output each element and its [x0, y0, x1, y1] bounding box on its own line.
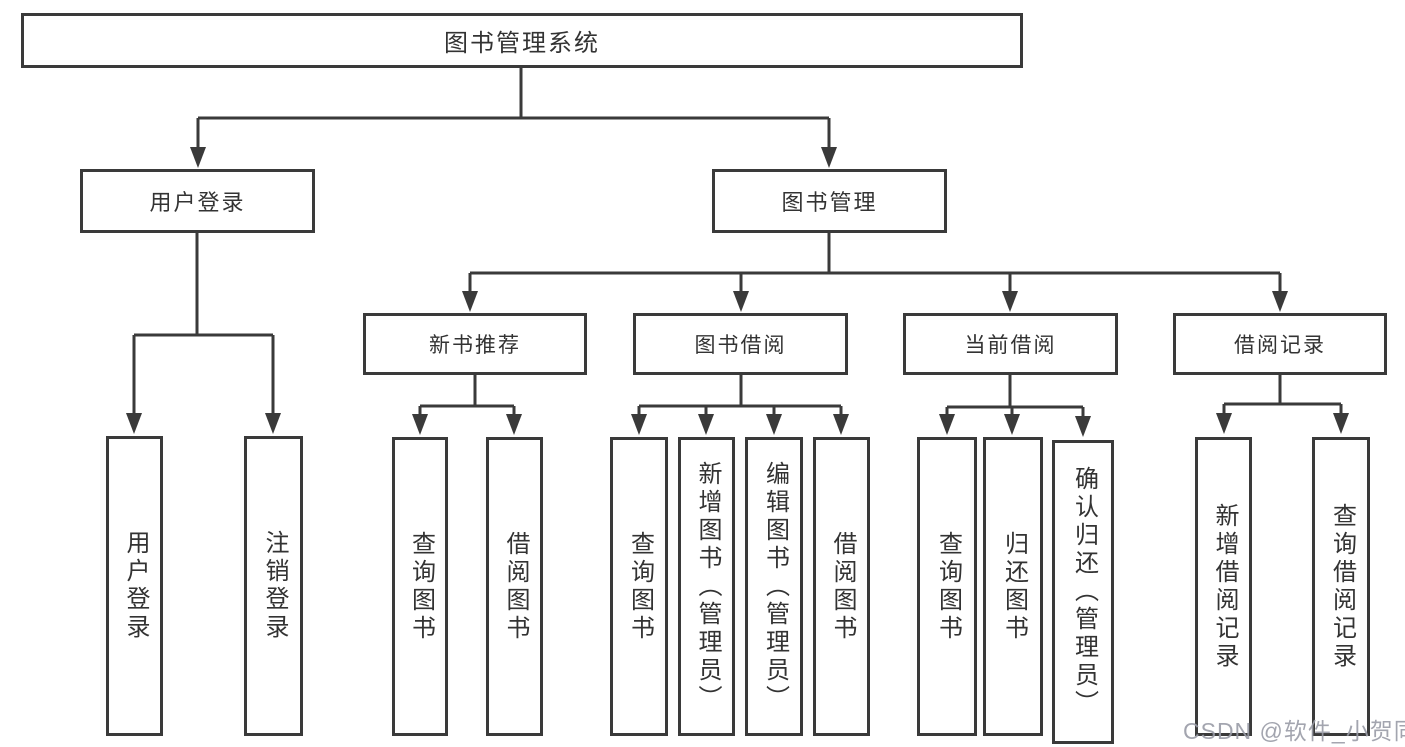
leaf-rec-query-book: 查询图书: [392, 437, 448, 736]
node-label: 新书推荐: [429, 334, 521, 357]
leaf-records-add-record: 新增借阅记录: [1195, 437, 1252, 736]
node-label: 图书管理系统: [444, 30, 600, 57]
node-current-borrow: 当前借阅: [903, 313, 1118, 375]
node-borrow-records: 借阅记录: [1173, 313, 1387, 375]
leaf-current-query-book: 查询图书: [917, 437, 977, 736]
leaf-borrow-borrow-book: 借阅图书: [813, 437, 870, 736]
arrowheads: [126, 147, 1349, 437]
leaf-logout: 注销登录: [244, 436, 303, 736]
node-label: 注销登录: [260, 530, 288, 642]
csdn-watermark: CSDN @软件_小贺同学: [1183, 718, 1405, 744]
leaf-records-query-record: 查询借阅记录: [1312, 437, 1370, 736]
node-label: 当前借阅: [964, 334, 1057, 357]
node-label: 借阅图书: [828, 530, 856, 643]
leaf-current-return-book: 归还图书: [983, 437, 1043, 736]
node-label: 查询图书: [626, 530, 654, 643]
node-label: 新增图书（管理员）: [693, 460, 721, 713]
node-label: 编辑图书（管理员）: [761, 460, 789, 713]
node-new-book-recommend: 新书推荐: [363, 313, 587, 375]
node-label: 新增借阅记录: [1210, 502, 1238, 671]
node-label: 查询图书: [407, 530, 435, 643]
node-label: 借阅图书: [501, 530, 529, 643]
node-label: 查询图书: [934, 530, 962, 643]
leaf-current-confirm-return-admin: 确认归还（管理员）: [1052, 440, 1114, 744]
node-label: 用户登录: [121, 530, 149, 642]
leaf-user-login: 用户登录: [106, 436, 163, 736]
node-label: 图书管理: [781, 190, 878, 215]
node-label: 用户登录: [149, 190, 246, 215]
leaf-borrow-query-book: 查询图书: [610, 437, 668, 736]
leaf-borrow-add-book-admin: 新增图书（管理员）: [678, 437, 735, 736]
leaf-rec-borrow-book: 借阅图书: [486, 437, 543, 736]
leaf-borrow-edit-book-admin: 编辑图书（管理员）: [745, 437, 803, 736]
node-root-library-system: 图书管理系统: [21, 13, 1023, 68]
node-book-borrow: 图书借阅: [633, 313, 848, 375]
node-label: 借阅记录: [1234, 334, 1326, 357]
node-label: 查询借阅记录: [1328, 502, 1356, 671]
node-book-management: 图书管理: [712, 169, 947, 233]
node-user-login: 用户登录: [80, 169, 315, 233]
node-label: 图书借阅: [694, 334, 787, 357]
node-label: 归还图书: [1000, 530, 1028, 643]
node-label: 确认归还（管理员）: [1070, 466, 1098, 718]
